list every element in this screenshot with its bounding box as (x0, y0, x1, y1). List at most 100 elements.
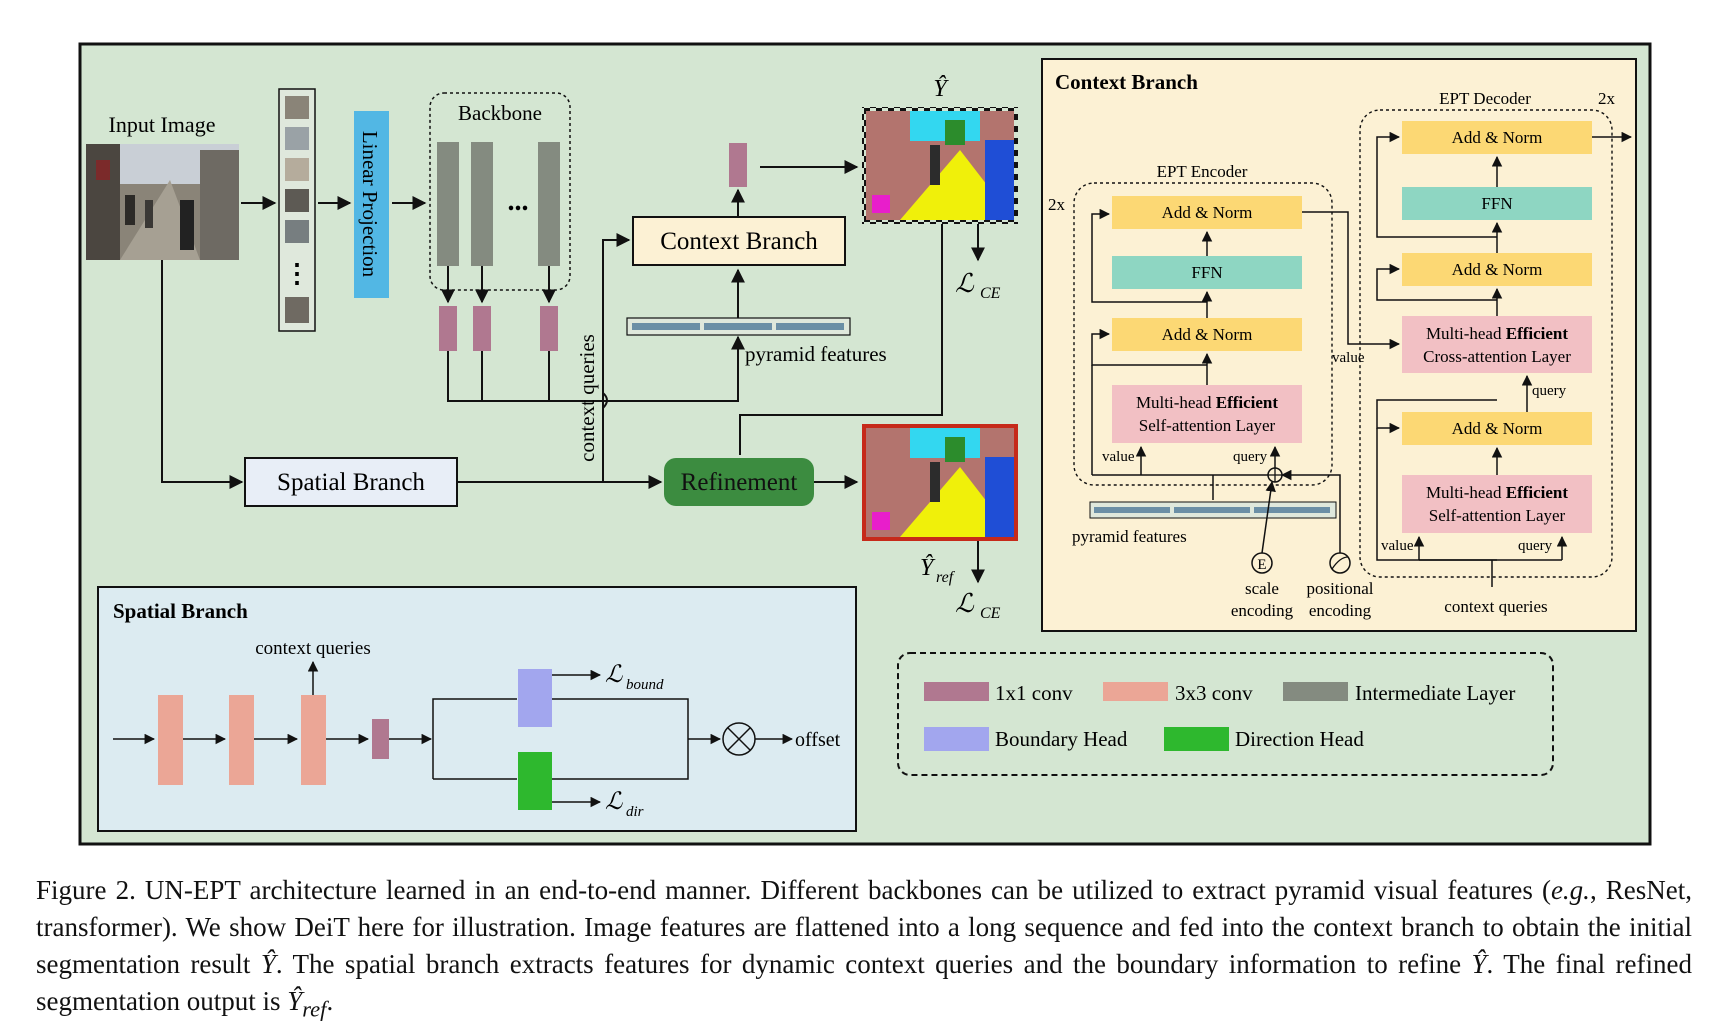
decoder-ffn-label: FFN (1481, 194, 1512, 213)
legend-swatch-direction-head (1164, 727, 1229, 751)
input-image (86, 144, 239, 260)
decoder-value-label: value (1381, 538, 1414, 554)
encoder-self-attention-line1: Multi-head Efficient (1136, 393, 1278, 412)
decoder-ffn (1402, 187, 1592, 220)
direction-head (518, 752, 552, 810)
encoder-add-norm-2-label: Add & Norm (1162, 203, 1253, 222)
legend (897, 652, 1554, 776)
positional-encoding-icon (1329, 552, 1351, 574)
context-panel-title: Context Branch (1055, 70, 1198, 94)
refinement-block (664, 458, 814, 506)
boundary-head (518, 669, 552, 727)
spatial-conv1x1 (372, 719, 389, 759)
intermediate-layer-2 (471, 142, 493, 266)
patch-ellipsis: ⋮ (284, 259, 310, 288)
context-branch-label: Context Branch (660, 228, 818, 255)
y-hat-label: Ŷ (933, 76, 949, 102)
pyramid-features-label: pyramid features (745, 342, 887, 366)
segmentation-map-initial (862, 107, 1018, 224)
decoder-context-queries-label: context queries (1444, 597, 1547, 616)
scale-encoding-symbol: E (1257, 557, 1266, 573)
legend-swatch-3x3-conv (1103, 682, 1168, 701)
pyramid-features-bar (626, 317, 851, 336)
loss-ce-top-symbol: ℒ (955, 269, 975, 298)
encoder-query-label: query (1233, 449, 1268, 465)
loss-dir-symbol: ℒ (605, 789, 623, 815)
spatial-conv3x3-2 (229, 695, 254, 785)
cross-attention-value-label: value (1332, 350, 1365, 366)
loss-bound-symbol: ℒ (605, 662, 623, 688)
loss-bound-sub: bound (626, 677, 664, 693)
legend-swatch-1x1-conv (924, 682, 989, 701)
decoder-query-mid-label: query (1532, 383, 1567, 399)
spatial-branch-box (244, 457, 458, 507)
patch-sequence: ⋮ (278, 88, 316, 332)
encoder-self-attention (1112, 385, 1302, 443)
intermediate-layer-1 (437, 142, 459, 266)
decoder-self-attention-line1: Multi-head Efficient (1426, 483, 1568, 502)
legend-label-3x3-conv: 3x3 conv (1175, 681, 1253, 705)
encoder-self-attention-line2: Self-attention Layer (1139, 416, 1276, 435)
decoder-title: EPT Decoder (1439, 89, 1531, 108)
linear-projection-block (354, 111, 389, 298)
legend-label-intermediate-layer: Intermediate Layer (1355, 681, 1515, 705)
encoder-pyramid-features-bar (1089, 501, 1337, 519)
conv1x1-1 (439, 306, 457, 351)
decoder-add-norm-1-label: Add & Norm (1452, 419, 1543, 438)
decoder-add-norm-1 (1402, 412, 1592, 445)
legend-swatch-boundary-head (924, 727, 989, 751)
scale-encoding-label-1: scale (1245, 579, 1279, 598)
linear-projection-label: Linear Projection (358, 131, 382, 278)
spatial-context-queries-label: context queries (255, 638, 371, 659)
legend-swatch-intermediate-layer (1283, 682, 1348, 701)
loss-ce-bottom-symbol: ℒ (955, 589, 975, 618)
decoder-self-attention-line2: Self-attention Layer (1429, 506, 1566, 525)
decoder-add-norm-2 (1402, 253, 1592, 286)
encoder-pyramid-features-label: pyramid features (1072, 527, 1187, 546)
encoder-add-norm-2 (1112, 196, 1302, 229)
loss-ce-bottom-sub: CE (980, 605, 1001, 622)
loss-dir-sub: dir (626, 804, 644, 820)
ept-encoder-group (1073, 182, 1333, 486)
y-hat-ref-sub: ref (936, 569, 956, 586)
legend-label-1x1-conv: 1x1 conv (995, 681, 1073, 705)
spatial-branch-label: Spatial Branch (277, 469, 425, 496)
encoder-ffn (1112, 256, 1302, 289)
loss-ce-top-sub: CE (980, 285, 1001, 302)
conv1x1-3 (540, 306, 558, 351)
intermediate-layer-3 (538, 142, 560, 266)
refinement-label: Refinement (681, 469, 798, 496)
context-branch-box (632, 216, 846, 266)
architecture-diagram: Input Image ⋮ Linear Projection Backbone… (78, 42, 1652, 846)
encoder-repeat: 2x (1048, 195, 1066, 214)
spatial-conv3x3-3 (301, 695, 326, 785)
input-image-label: Input Image (109, 112, 216, 137)
y-hat-ref-label: Ŷ (920, 555, 936, 581)
decoder-query-label: query (1518, 538, 1553, 554)
encoder-add-norm-1 (1112, 318, 1302, 351)
figure-caption: Figure 2. UN-EPT architecture learned in… (36, 875, 1693, 1022)
context-queries-label: context queries (575, 334, 599, 462)
legend-label-direction-head: Direction Head (1235, 727, 1364, 751)
offset-label: offset (795, 729, 841, 751)
decoder-cross-attention-line2: Cross-attention Layer (1423, 347, 1571, 366)
positional-encoding-label-2: encoding (1309, 601, 1372, 620)
positional-encoding-label-1: positional (1306, 579, 1373, 598)
encoder-value-label: value (1102, 449, 1135, 465)
decoder-cross-attention (1402, 316, 1592, 373)
scale-encoding-label-2: encoding (1231, 601, 1294, 620)
decoder-add-norm-2-label: Add & Norm (1452, 260, 1543, 279)
decoder-repeat: 2x (1598, 89, 1616, 108)
encoder-ffn-label: FFN (1191, 263, 1222, 282)
segmentation-map-refined (862, 424, 1018, 541)
spatial-panel-title: Spatial Branch (113, 599, 248, 623)
context-output-conv (729, 143, 747, 187)
decoder-add-norm-3-label: Add & Norm (1452, 128, 1543, 147)
spatial-branch-panel (97, 586, 857, 832)
spatial-conv3x3-1 (158, 695, 183, 785)
encoder-title: EPT Encoder (1157, 162, 1248, 181)
encoder-add-norm-1-label: Add & Norm (1162, 325, 1253, 344)
decoder-self-attention (1402, 475, 1592, 533)
decoder-add-norm-3 (1402, 121, 1592, 154)
decoder-cross-attention-line1: Multi-head Efficient (1426, 324, 1568, 343)
